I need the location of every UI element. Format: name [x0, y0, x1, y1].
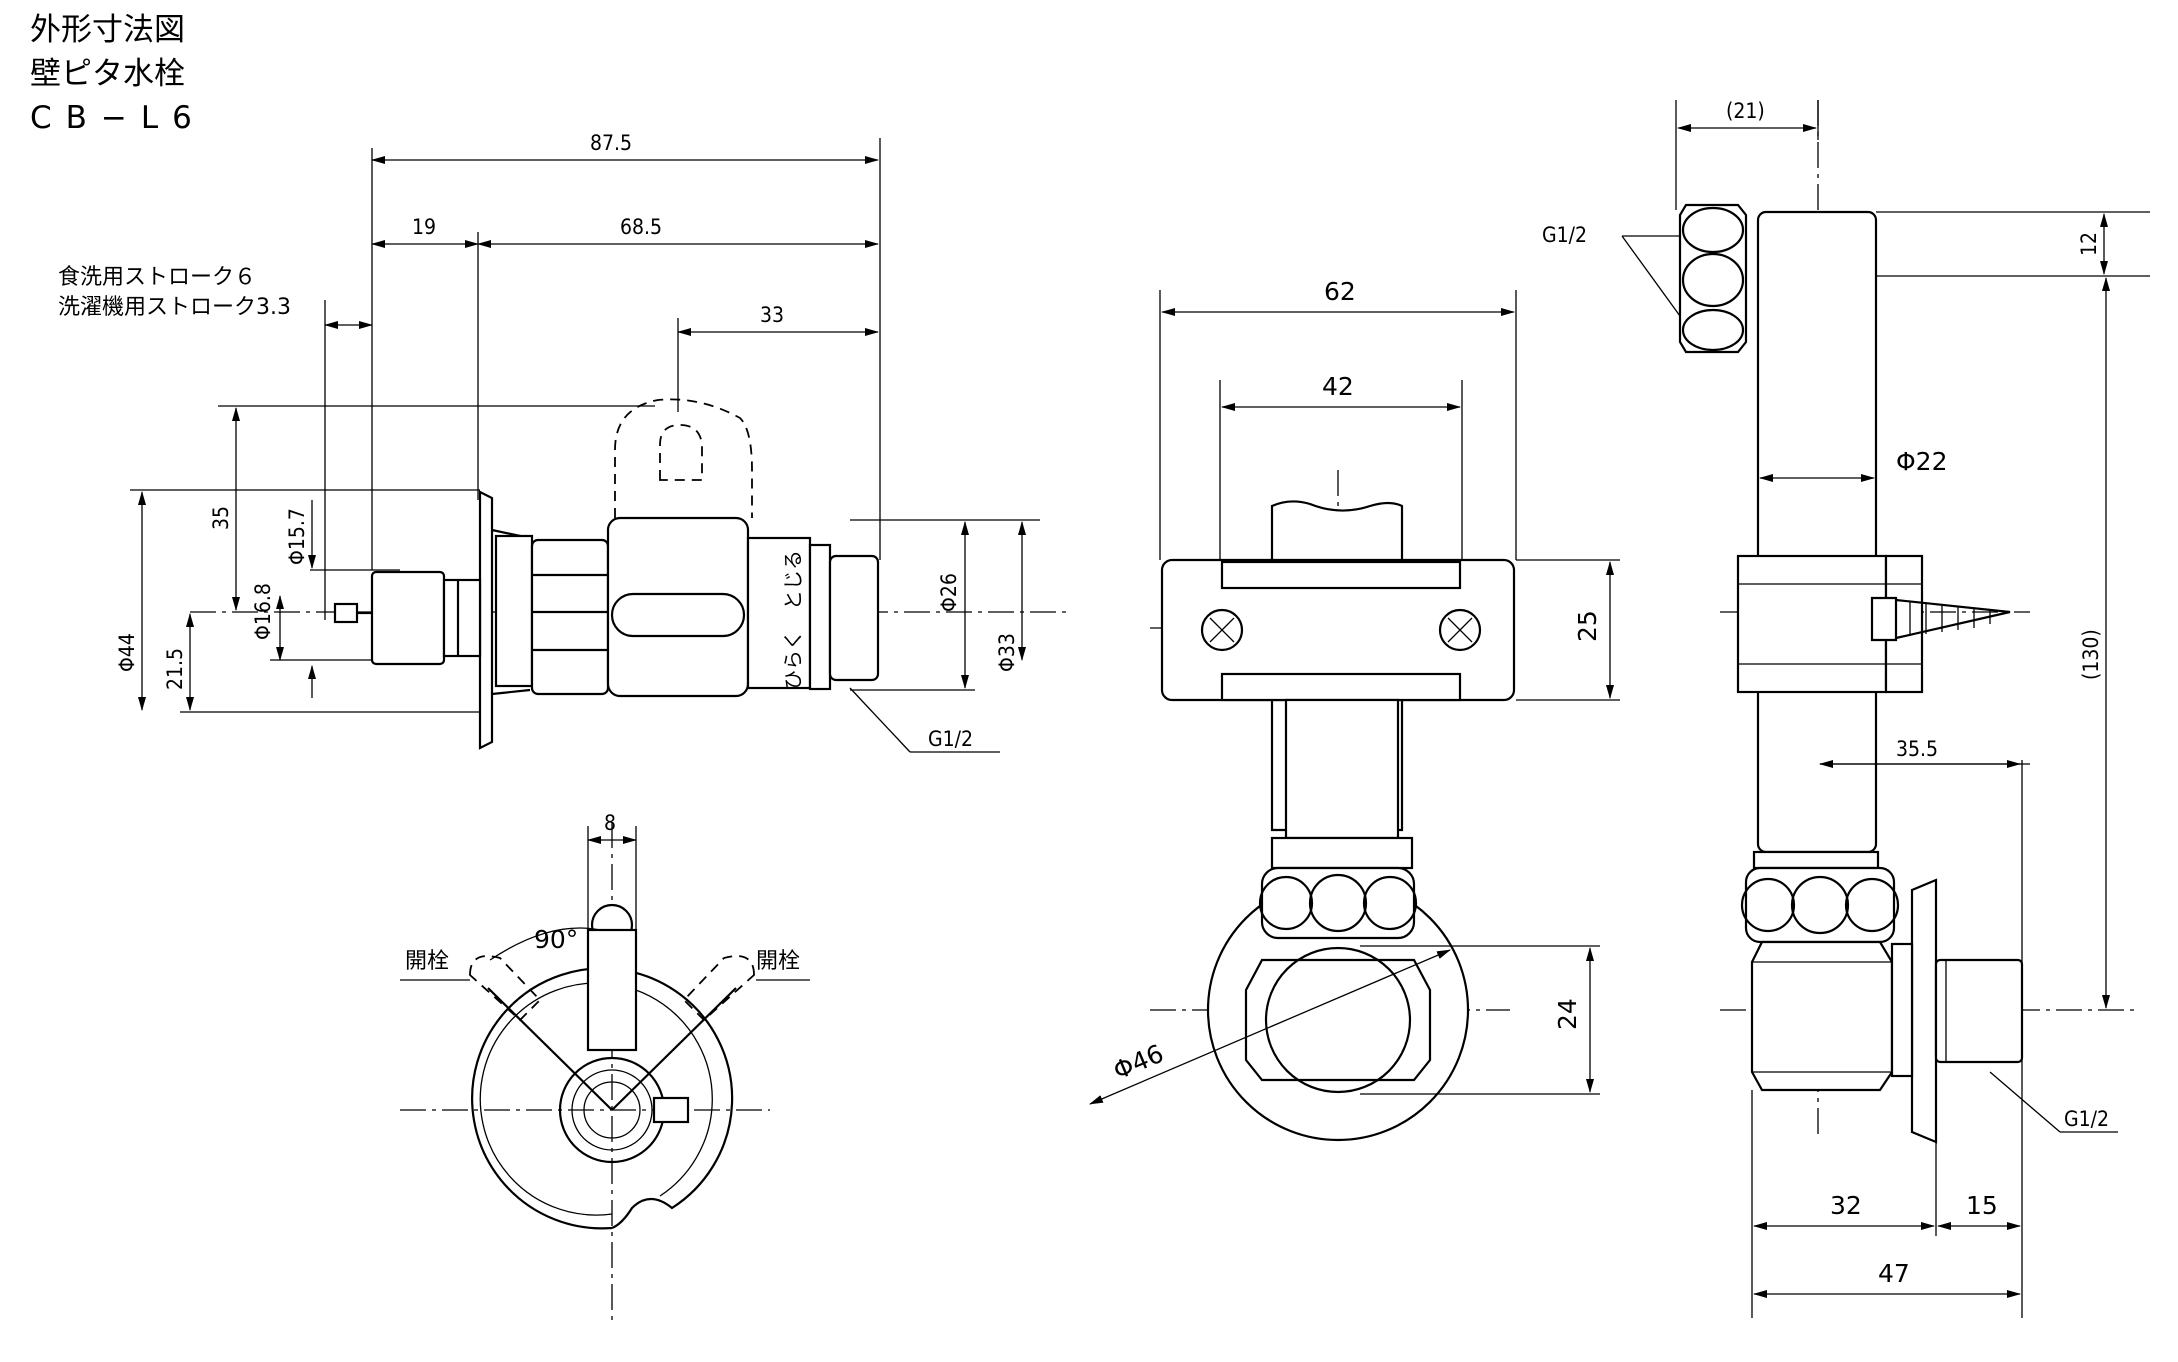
dim-62: 62 — [1324, 277, 1356, 306]
dim-35-5: 35.5 — [1896, 737, 1938, 761]
dim-phi46: Φ46 — [1109, 1039, 1168, 1086]
dim-phi44: Φ44 — [115, 633, 139, 672]
dim-42: 42 — [1322, 372, 1354, 401]
dim-phi26: Φ26 — [937, 573, 961, 612]
dim-130-paren: (130) — [2079, 629, 2103, 680]
front-view: 62 42 25 24 Φ46 — [1089, 277, 1620, 1142]
dim-68-5: 68.5 — [620, 215, 662, 239]
angle-90: 90° — [534, 925, 578, 954]
drawing-type-title: 外形寸法図 — [30, 12, 185, 48]
stroke-note-washer: 洗濯機用ストローク3.3 — [58, 295, 291, 320]
dim-phi33: Φ33 — [995, 633, 1019, 672]
dim-19: 19 — [412, 215, 436, 239]
handle-close-label: とじる — [781, 550, 805, 610]
dim-12: 12 — [2077, 232, 2101, 256]
dim-21-5: 21.5 — [163, 648, 187, 690]
dim-g12-bottom: G1/2 — [2064, 1107, 2109, 1131]
handle-open-label: ひらく — [781, 630, 805, 690]
side-view: ひらく とじる 87.5 19 68.5 33 食洗用ストローク６ 洗濯機用スト… — [58, 131, 1070, 753]
dim-8: 8 — [604, 811, 616, 835]
product-name: 壁ピタ水栓 — [30, 56, 185, 92]
dim-24: 24 — [1553, 998, 1582, 1030]
dim-32: 32 — [1830, 1191, 1862, 1220]
dim-25: 25 — [1573, 610, 1602, 642]
front-handle-view: 8 90° 開栓 開栓 — [400, 811, 810, 1320]
model-number: CB−L6 — [30, 100, 206, 136]
dim-87-5: 87.5 — [590, 131, 632, 155]
right-side-view: (21) G1/2 12 Φ22 (130) — [1542, 99, 2150, 1318]
dim-g12-top: G1/2 — [1542, 223, 1587, 247]
dim-21-paren: (21) — [1726, 99, 1765, 123]
stroke-note-dishwasher: 食洗用ストローク６ — [58, 265, 256, 290]
open-label-right: 開栓 — [756, 949, 800, 974]
dim-15: 15 — [1966, 1191, 1998, 1220]
dim-35: 35 — [209, 506, 233, 530]
dim-33-top: 33 — [760, 303, 784, 327]
dim-g12-side: G1/2 — [928, 727, 973, 751]
dim-phi15-7: Φ15.7 — [285, 508, 309, 565]
title-block: 外形寸法図 壁ピタ水栓 CB−L6 — [30, 8, 206, 140]
dim-phi22: Φ22 — [1896, 447, 1948, 476]
dim-phi16-8: Φ16.8 — [251, 583, 275, 640]
dim-47: 47 — [1878, 1259, 1910, 1288]
open-label-left: 開栓 — [405, 949, 449, 974]
